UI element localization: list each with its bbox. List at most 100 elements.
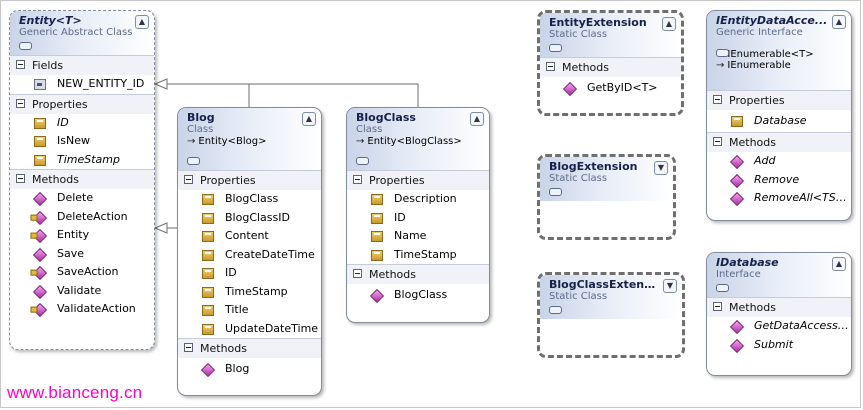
member-method[interactable]: GetDataAccess<T> <box>707 317 851 336</box>
section-properties[interactable]: Properties <box>178 170 321 190</box>
class-blogclass[interactable]: BlogClass Class →Entity<BlogClass> ▲ Pro… <box>346 107 490 323</box>
method-icon <box>729 319 745 335</box>
member-label: GetDataAccess<T> <box>754 319 851 332</box>
member-label: Save <box>57 246 85 260</box>
method-icon <box>729 173 745 188</box>
member-property[interactable]: Content <box>178 227 321 246</box>
method-icon <box>32 284 48 299</box>
class-blogextension[interactable]: BlogExtension Static Class ▼ <box>537 154 676 240</box>
minus-box-icon[interactable] <box>16 60 25 69</box>
minus-box-icon[interactable] <box>353 175 362 184</box>
member-label: RemoveAll<TSubE... <box>754 191 851 204</box>
minus-box-icon[interactable] <box>16 98 25 108</box>
member-property[interactable]: Title <box>178 301 321 320</box>
class-header: EntityExtension Static Class ▲ <box>540 13 681 57</box>
class-title: BlogClass <box>356 111 416 124</box>
member-method[interactable]: Entity <box>10 226 154 245</box>
member-property[interactable]: CreateDateTime <box>178 246 321 265</box>
section-properties[interactable]: Properties <box>707 90 851 110</box>
member-method[interactable]: Add <box>707 152 851 171</box>
member-method[interactable]: Submit <box>707 336 851 355</box>
member-property[interactable]: Name <box>347 227 489 246</box>
member-method[interactable]: RemoveAll<TSubE... <box>707 189 851 208</box>
collapse-icon[interactable]: ▲ <box>135 15 149 29</box>
member-method[interactable]: Save <box>10 245 154 264</box>
member-property[interactable]: BlogClass <box>178 190 321 209</box>
inheritance-arrow-icon: → <box>187 136 196 147</box>
member-property[interactable]: IsNew <box>10 132 154 151</box>
collapse-icon[interactable]: ▲ <box>470 112 484 126</box>
member-property[interactable]: Description <box>347 190 489 209</box>
class-blogclassextension[interactable]: BlogClassExtens... Static Class ▼ <box>537 272 685 358</box>
minus-box-icon[interactable] <box>713 95 722 104</box>
member-method[interactable]: Blog <box>178 358 321 380</box>
collapse-icon[interactable]: ▲ <box>302 112 316 126</box>
section-methods[interactable]: Methods <box>707 297 851 317</box>
interface-ientitydataaccess[interactable]: IEntityDataAcce... Generic Interface →IE… <box>706 10 852 221</box>
class-title: Entity<T> <box>19 14 82 27</box>
member-property[interactable]: BlogClassID <box>178 209 321 228</box>
section-fields[interactable]: Fields <box>10 55 154 75</box>
collapse-icon[interactable]: ▼ <box>654 161 668 175</box>
protected-method-icon <box>32 210 48 225</box>
member-label: BlogClassID <box>225 210 290 224</box>
class-header: BlogClassExtens... Static Class ▼ <box>540 275 682 319</box>
member-method[interactable]: SaveAction <box>10 263 154 282</box>
minus-box-icon[interactable] <box>184 343 193 352</box>
collapse-icon[interactable]: ▲ <box>832 15 846 29</box>
section-label: Properties <box>32 97 88 111</box>
class-entity[interactable]: Entity<T> Generic Abstract Class ▲ Field… <box>9 10 155 350</box>
section-methods[interactable]: Methods <box>178 338 321 358</box>
shape-icon <box>549 44 562 52</box>
member-method[interactable]: Delete <box>10 189 154 208</box>
collapse-icon[interactable]: ▼ <box>663 279 677 293</box>
member-property[interactable]: UpdateDateTime <box>178 320 321 339</box>
member-method[interactable]: BlogClass <box>347 284 489 306</box>
member-label: TimeStamp <box>394 247 457 261</box>
member-property[interactable]: ID <box>178 264 321 283</box>
section-methods[interactable]: Methods <box>10 169 154 189</box>
interface-idatabase[interactable]: IDatabase Interface ▲ Methods GetDataAcc… <box>706 252 852 376</box>
member-method[interactable]: Validate <box>10 282 154 301</box>
collapse-icon[interactable]: ▲ <box>832 257 846 271</box>
class-kind: Class <box>187 124 214 135</box>
member-label: Description <box>394 192 457 205</box>
member-property[interactable]: Database <box>707 110 851 132</box>
member-property[interactable]: ID <box>10 114 154 133</box>
member-property[interactable]: ID <box>347 209 489 228</box>
protected-method-icon <box>32 265 48 281</box>
member-method[interactable]: GetByID<T> <box>540 77 681 99</box>
section-label: Methods <box>562 61 609 74</box>
section-label: Fields <box>32 59 64 72</box>
base-type: →IEnumerable<T> <box>716 49 829 60</box>
class-entityextension[interactable]: EntityExtension Static Class ▲ Methods G… <box>537 10 684 116</box>
collapse-icon[interactable]: ▲ <box>662 17 676 31</box>
section-properties[interactable]: Properties <box>10 93 154 114</box>
minus-box-icon[interactable] <box>353 269 362 278</box>
class-kind: Interface <box>716 269 761 280</box>
shape-icon <box>356 157 369 165</box>
member-method[interactable]: Remove <box>707 171 851 190</box>
member-property[interactable]: TimeStamp <box>10 151 154 170</box>
member-property[interactable]: TimeStamp <box>178 283 321 302</box>
section-methods[interactable]: Methods <box>347 264 489 284</box>
member-method[interactable]: DeleteAction <box>10 208 154 227</box>
method-icon <box>729 338 745 353</box>
minus-box-icon[interactable] <box>184 175 193 184</box>
property-icon <box>202 268 214 279</box>
section-methods[interactable]: Methods <box>540 57 681 77</box>
base-type: →IEnumerable <box>716 60 829 71</box>
section-properties[interactable]: Properties <box>347 170 489 190</box>
minus-box-icon[interactable] <box>713 137 722 146</box>
extension-method-icon <box>562 81 578 97</box>
section-label: Properties <box>369 174 425 187</box>
member-label: Remove <box>754 172 800 186</box>
minus-box-icon[interactable] <box>546 62 555 71</box>
member-method[interactable]: ValidateAction <box>10 300 154 319</box>
minus-box-icon[interactable] <box>713 302 722 311</box>
member-property[interactable]: TimeStamp <box>347 246 489 265</box>
minus-box-icon[interactable] <box>16 174 25 183</box>
section-methods[interactable]: Methods <box>707 132 851 152</box>
member-field[interactable]: NEW_ENTITY_ID <box>10 75 154 94</box>
class-blog[interactable]: Blog Class →Entity<Blog> ▲ Properties Bl… <box>177 107 322 396</box>
